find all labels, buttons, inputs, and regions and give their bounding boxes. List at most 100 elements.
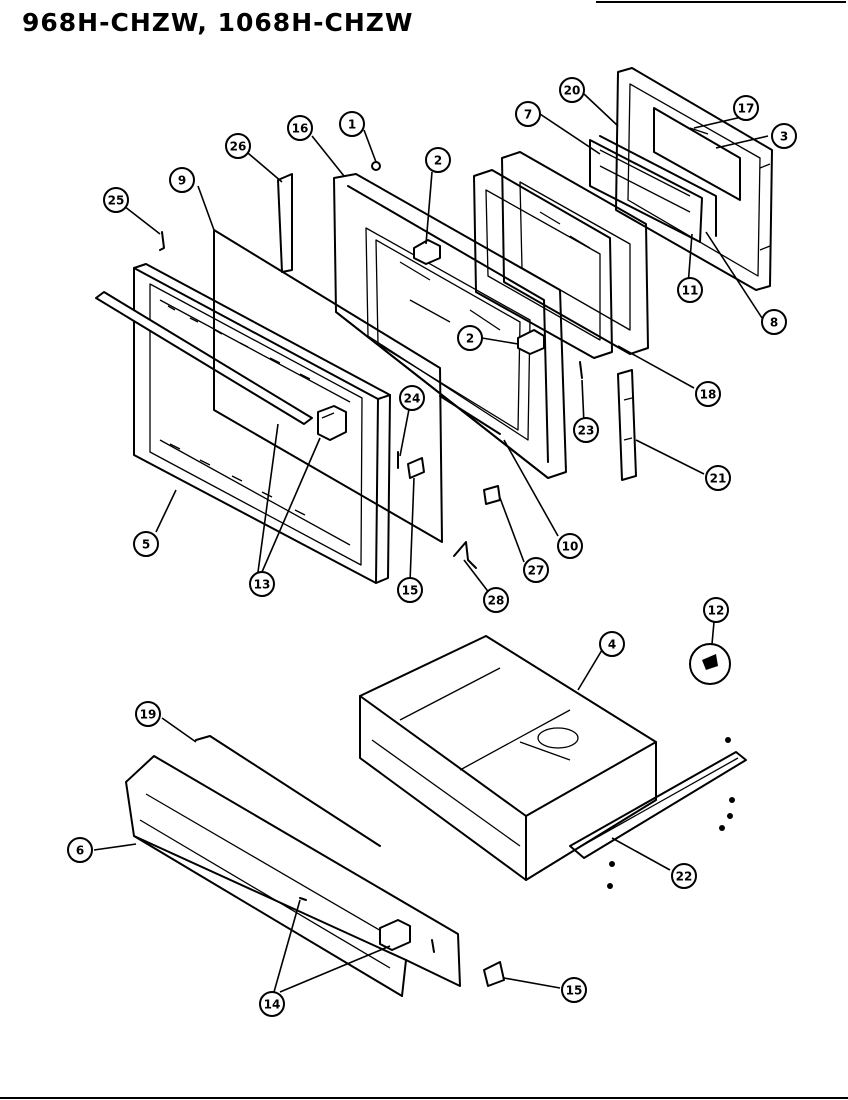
callout-number: 12 [708, 604, 725, 618]
callout-13: 13 [249, 571, 275, 597]
callout-number: 28 [488, 594, 505, 608]
callout-circle [771, 123, 797, 149]
rear-door-panel-17 [615, 67, 773, 291]
callout-8: 8 [761, 309, 787, 335]
callout-number: 20 [564, 84, 581, 98]
door-glass-panel [213, 229, 443, 543]
callout-9: 9 [169, 167, 195, 193]
clip-28 [453, 541, 477, 569]
callout-circle [761, 309, 787, 335]
callout-number: 14 [264, 998, 281, 1012]
callout-28: 28 [483, 587, 509, 613]
callout-number: 10 [562, 540, 579, 554]
callout-2b: 2 [457, 325, 483, 351]
callout-23: 23 [573, 417, 599, 443]
callout-number: 24 [404, 392, 421, 406]
callout-26: 26 [225, 133, 251, 159]
callout-circle [705, 465, 731, 491]
bottom-rule [0, 1097, 848, 1099]
callout-number: 21 [710, 472, 727, 486]
callout-number: 26 [230, 140, 247, 154]
callout-circle [671, 863, 697, 889]
callout-number: 25 [108, 194, 125, 208]
callout-circle [287, 115, 313, 141]
callout-2a: 2 [425, 147, 451, 173]
callout-number: 17 [738, 102, 755, 116]
callout-16: 16 [287, 115, 313, 141]
callout-number: 11 [682, 284, 699, 298]
callout-circle [339, 111, 365, 137]
hinge-bar-26 [277, 173, 293, 273]
top-rule [596, 1, 846, 3]
callout-circle [67, 837, 93, 863]
hinge-bracket-21 [617, 369, 637, 481]
callout-number: 19 [140, 708, 157, 722]
label-plate-15a [407, 457, 425, 479]
screw-25 [159, 231, 165, 251]
door-clip-2a [413, 239, 441, 265]
callout-number: 3 [780, 130, 788, 144]
callout-number: 22 [676, 870, 693, 884]
callout-circle [397, 577, 423, 603]
door-insulation-frame [473, 151, 649, 359]
callout-11: 11 [677, 277, 703, 303]
callout-circle [425, 147, 451, 173]
callout-circle [103, 187, 129, 213]
callout-circle [483, 587, 509, 613]
callout-number: 9 [178, 174, 186, 188]
callout-15b: 15 [561, 977, 587, 1003]
callout-number: 5 [142, 538, 150, 552]
callout-22: 22 [671, 863, 697, 889]
callout-circle [169, 167, 195, 193]
label-plate-15b [483, 961, 505, 987]
callout-number: 7 [524, 108, 532, 122]
clip-27 [483, 485, 501, 505]
outer-door-frame [133, 263, 391, 584]
callout-circle [515, 101, 541, 127]
callout-number: 8 [770, 316, 778, 330]
door-clip-2b [517, 329, 545, 355]
callout-circle [225, 133, 251, 159]
callout-number: 27 [528, 564, 545, 578]
callout-number: 23 [578, 424, 595, 438]
callout-number: 15 [566, 984, 583, 998]
callout-number: 1 [348, 118, 356, 132]
callout-18: 18 [695, 381, 721, 407]
vent-bracket-13 [317, 405, 347, 441]
callout-15a: 15 [397, 577, 423, 603]
callout-circle [599, 631, 625, 657]
callout-3: 3 [771, 123, 797, 149]
callout-circle [259, 991, 285, 1017]
callout-circle [573, 417, 599, 443]
callout-circle [249, 571, 275, 597]
callout-circle [559, 77, 585, 103]
callout-number: 18 [700, 388, 717, 402]
callout-circle [399, 385, 425, 411]
callout-circle [557, 533, 583, 559]
callout-19: 19 [135, 701, 161, 727]
callout-1: 1 [339, 111, 365, 137]
callout-circle [133, 531, 159, 557]
callout-number: 16 [292, 122, 309, 136]
diagram-title: 968H-CHZW, 1068H-CHZW [22, 8, 414, 37]
callout-circle [457, 325, 483, 351]
callout-17: 17 [733, 95, 759, 121]
callout-21: 21 [705, 465, 731, 491]
callout-circle [733, 95, 759, 121]
screw-1 [371, 161, 381, 171]
screw-drawer-front [431, 939, 435, 953]
callout-6: 6 [67, 837, 93, 863]
slide-screws [607, 737, 735, 889]
callout-4: 4 [599, 631, 625, 657]
callout-number: 15 [402, 584, 419, 598]
callout-number: 13 [254, 578, 271, 592]
screw-23 [579, 361, 583, 379]
callout-number: 2 [434, 154, 442, 168]
callout-number: 2 [466, 332, 474, 346]
roller-12 [689, 643, 731, 685]
callout-labels: 1223456789101112131415151617181920212223… [67, 77, 797, 1017]
callout-circle [677, 277, 703, 303]
inner-door-liner [333, 173, 567, 479]
callout-20: 20 [559, 77, 585, 103]
